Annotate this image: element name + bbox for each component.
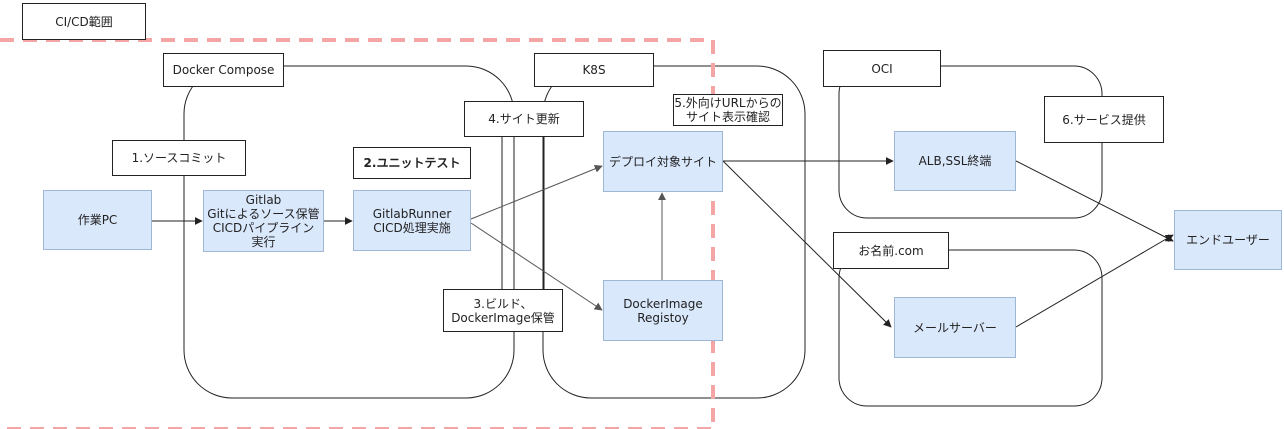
cicd-scope-label: CI/CD範囲: [22, 3, 146, 40]
arrow-mail-enduser: [1015, 234, 1174, 328]
work-pc-node: 作業PC: [43, 190, 152, 250]
onamae-container: [838, 249, 1103, 407]
arrow-runner-registry: [470, 222, 603, 311]
cicd-scope-boundary: [0, 38, 715, 429]
docker-compose-container: [183, 65, 515, 399]
step5-label: 5.外向けURLからの サイト表示確認: [673, 94, 783, 126]
end-user-node: エンドユーザー: [1174, 210, 1282, 270]
step1-label: 1.ソースコミット: [112, 140, 246, 176]
arrow-site-mail: [722, 160, 892, 328]
alb-ssl-node: ALB,SSL終端: [894, 131, 1016, 191]
docker-compose-label: Docker Compose: [163, 53, 284, 87]
step3-label: 3.ビルド、 DockerImage保管: [443, 289, 563, 332]
k8s-label: K8S: [534, 53, 654, 87]
step6-label: 6.サービス提供: [1044, 96, 1164, 143]
gitlab-runner-node: GitlabRunner CICD処理実施: [353, 190, 471, 251]
mail-server-node: メールサーバー: [894, 297, 1016, 358]
docker-image-registry-node: DockerImage Registoy: [603, 280, 723, 341]
step4-label: 4.サイト更新: [464, 101, 584, 137]
onamae-label: お名前.com: [833, 232, 949, 269]
gitlab-node: Gitlab Gitによるソース保管 CICDパイプライン 実行: [203, 190, 324, 252]
step2-label: 2.ユニットテスト: [353, 147, 471, 179]
arrow-runner-site: [470, 164, 603, 220]
deploy-target-site-node: デプロイ対象サイト: [603, 131, 723, 192]
arrow-alb-enduser: [1015, 160, 1174, 242]
oci-label: OCI: [823, 50, 941, 87]
k8s-container: [542, 65, 806, 399]
